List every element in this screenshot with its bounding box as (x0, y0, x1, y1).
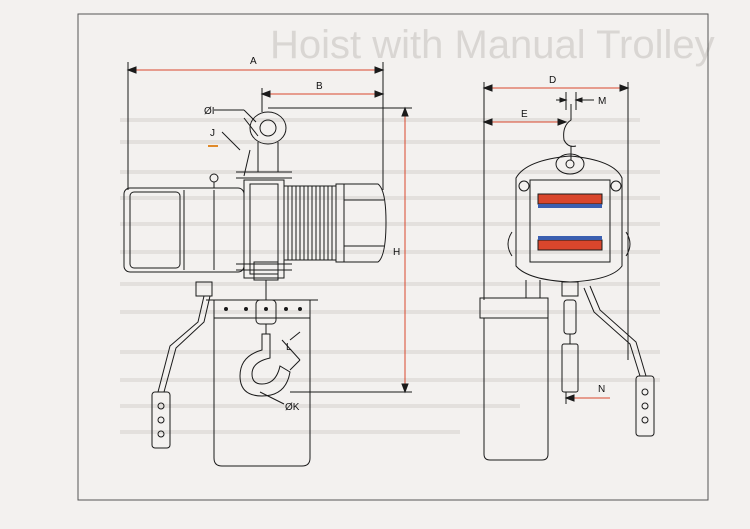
sheet-border (77, 13, 709, 501)
front-top-hook (555, 104, 585, 175)
front-lower-hook (561, 281, 579, 393)
front-view: D E M (479, 75, 655, 461)
chain-bucket (206, 299, 318, 467)
dim-d: D (482, 75, 630, 360)
dim-n: N (564, 384, 610, 404)
label-i: ØI (204, 106, 215, 117)
front-housing (507, 155, 631, 283)
label-n: N (598, 384, 605, 395)
label-j: J (210, 128, 215, 139)
pendant-control (151, 281, 213, 449)
label-k: ØK (285, 402, 300, 413)
background-print: Hoist with Manual Trolley (120, 23, 715, 434)
dim-e: E (482, 109, 568, 126)
front-pendant (583, 285, 655, 437)
dim-a: A (126, 56, 385, 190)
hoist-body (123, 171, 387, 279)
label-d: D (549, 75, 556, 86)
background-title: Hoist with Manual Trolley (270, 23, 715, 67)
front-chain-bucket (479, 280, 549, 461)
label-b: B (316, 81, 323, 92)
label-a: A (250, 56, 257, 67)
label-m: M (598, 96, 606, 107)
lower-hook-assembly (239, 261, 301, 397)
dim-b: B (260, 81, 385, 112)
side-view: A B H ØI (123, 56, 412, 467)
label-h: H (393, 247, 400, 258)
label-l: L (286, 342, 292, 353)
label-e: E (521, 109, 528, 120)
dim-m: M (556, 92, 606, 110)
